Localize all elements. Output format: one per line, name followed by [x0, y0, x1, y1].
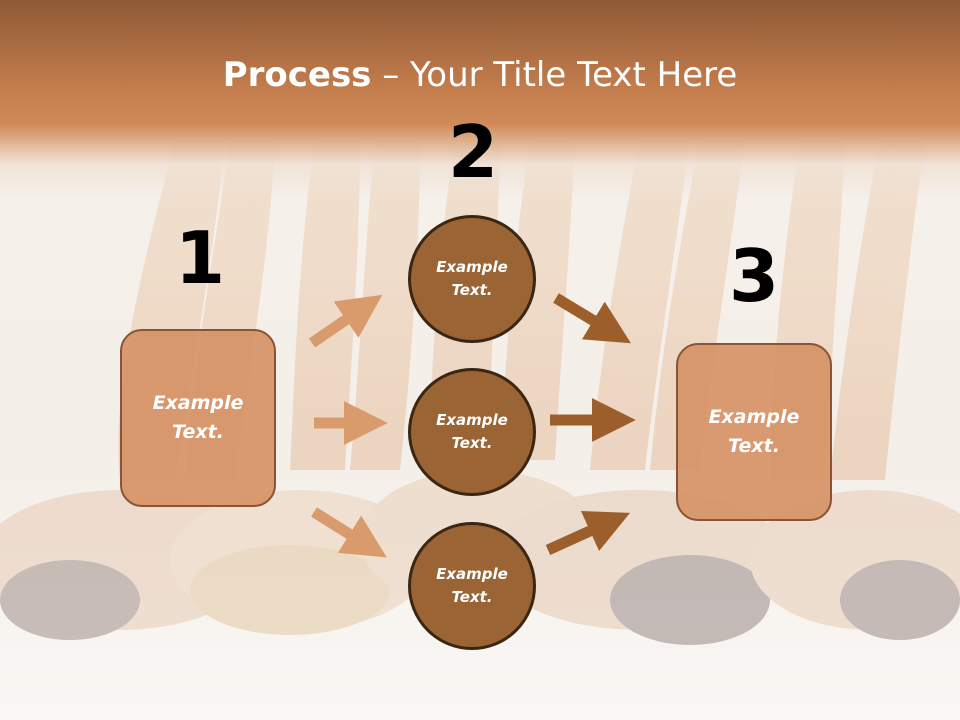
arrow-circle3-to-box3 — [545, 510, 631, 556]
step-box-3-label: Example Text. — [708, 406, 800, 457]
arrow-box1-to-circle1 — [308, 294, 383, 348]
step-number-3: 3 — [728, 234, 780, 318]
slide-title: Process – Your Title Text Here — [0, 52, 960, 98]
step-box-1: Example Text. — [120, 329, 276, 507]
step-circle-1-label: Example Text. — [436, 258, 508, 299]
step-circle-2: Example Text. — [408, 368, 536, 496]
title-rest: – Your Title Text Here — [371, 55, 738, 95]
step-number-1: 1 — [174, 216, 226, 300]
step-circle-1: Example Text. — [408, 215, 536, 343]
title-banner — [0, 0, 960, 200]
step-circle-3-label: Example Text. — [436, 565, 508, 606]
step-circle-2-label: Example Text. — [436, 411, 508, 452]
step-circle-3: Example Text. — [408, 522, 536, 650]
step-number-2: 2 — [447, 110, 499, 194]
step-box-1-label: Example Text. — [152, 392, 244, 443]
title-bold: Process — [222, 55, 372, 95]
arrow-box1-to-circle3 — [311, 507, 387, 558]
arrow-circle1-to-box3 — [553, 293, 631, 344]
step-box-3: Example Text. — [676, 343, 832, 521]
